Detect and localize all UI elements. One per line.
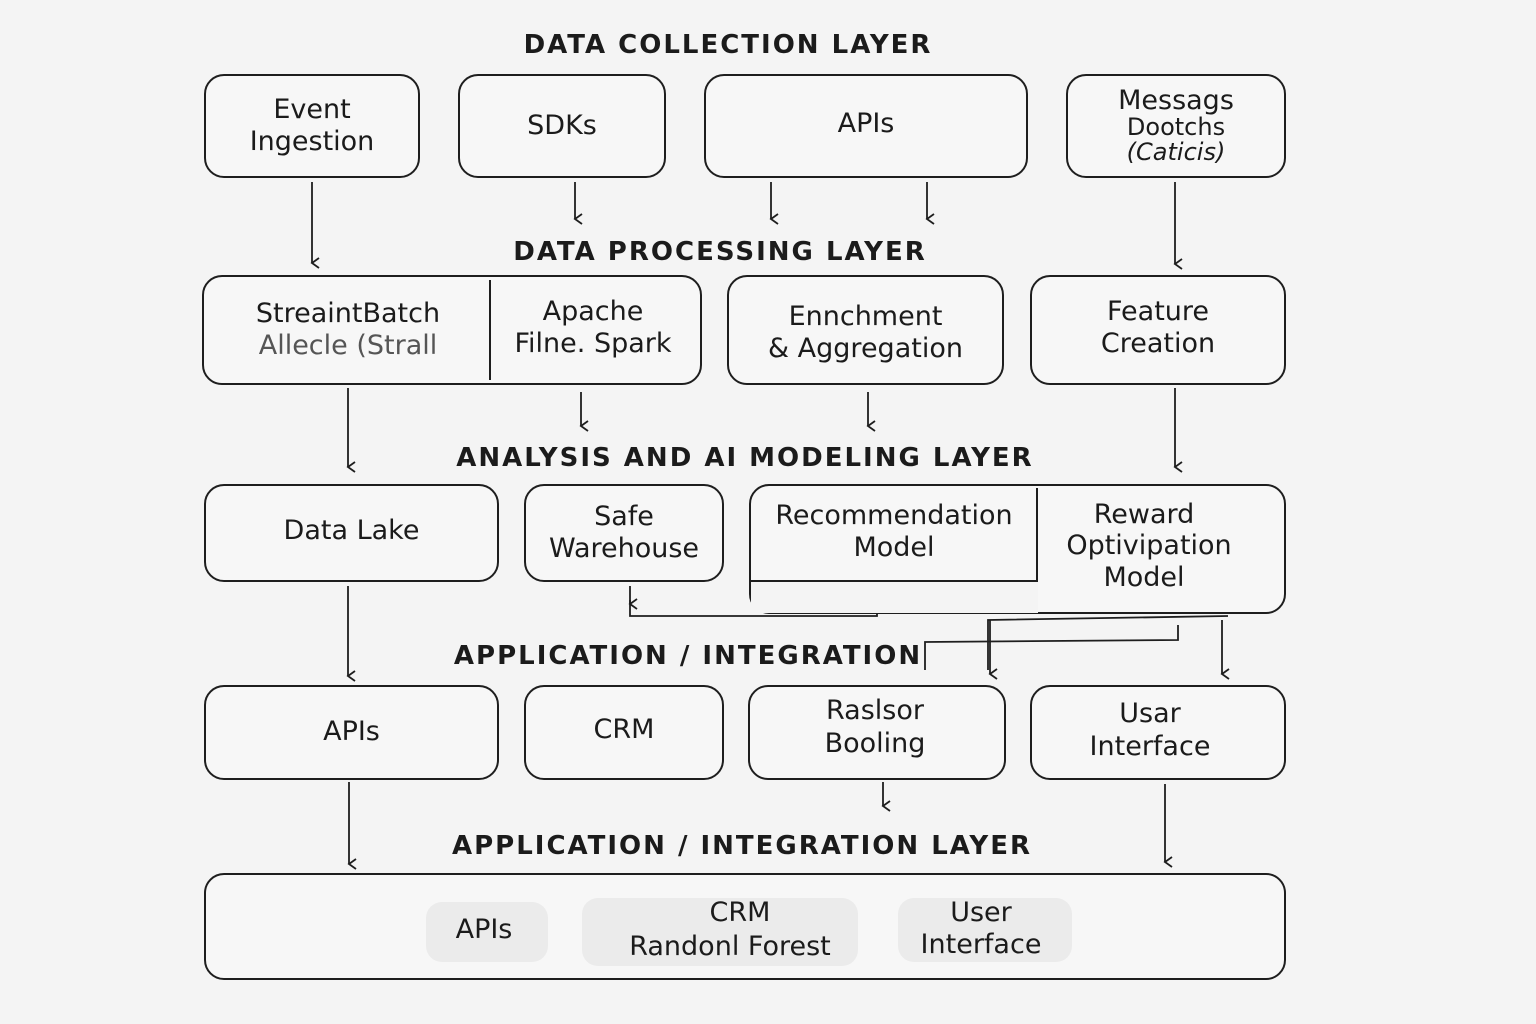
raslsor-box bbox=[748, 685, 1006, 780]
stream-batch-divider bbox=[489, 280, 491, 380]
message-queue-line-1: Messags bbox=[1118, 84, 1234, 116]
stream-batch-line-2: Allecle (Strall bbox=[258, 330, 438, 361]
apis-collection-box bbox=[704, 74, 1028, 178]
raslsor-line-1: Raslsor bbox=[826, 695, 924, 727]
layer-title-processing: DATA PROCESSING LAYER bbox=[513, 237, 927, 267]
data-lake-box bbox=[204, 484, 499, 582]
feature-creation-line-1: Feature bbox=[1106, 295, 1210, 327]
raslsor-line-2: Booling bbox=[824, 727, 926, 759]
bottom-user-interface-line-2: Interface bbox=[920, 929, 1042, 960]
feature-creation-box bbox=[1030, 275, 1286, 385]
bottom-user-interface-line-1: User bbox=[950, 896, 1012, 928]
enrichment-line-2: & Aggregation bbox=[768, 333, 963, 364]
message-queue-line-2: Dootchs bbox=[1126, 112, 1226, 141]
event-ingestion-box bbox=[204, 74, 420, 178]
event-ingestion-line-1: Event bbox=[273, 93, 351, 125]
stream-batch-box bbox=[202, 275, 702, 385]
user-interface-app-line-2: Interface bbox=[1089, 730, 1211, 762]
reward-model-line-1: Reward bbox=[1093, 499, 1195, 531]
bottom-crm-line-2: Randonl Forest bbox=[629, 931, 831, 962]
apis-app-box bbox=[204, 685, 499, 780]
layer-title-application-integration: APPLICATION / INTEGRATION bbox=[453, 641, 923, 671]
feature-creation-line-2: Creation bbox=[1100, 328, 1216, 359]
apache-spark-line-1: Apache bbox=[542, 295, 644, 327]
sdks-box bbox=[458, 74, 666, 178]
enrichment-label: Ennchment& Aggregation bbox=[727, 278, 1004, 388]
user-interface-app-box bbox=[1030, 685, 1286, 780]
stream-batch-line-1: StreaintBatch bbox=[255, 297, 441, 329]
warehouse-line-1: Safe bbox=[594, 500, 654, 532]
bottom-crm-line-1: CRM bbox=[709, 897, 771, 929]
enrichment-line-1: Ennchment bbox=[788, 300, 943, 332]
apache-spark-line-2: Filne. Spark bbox=[514, 328, 672, 359]
recommendation-box-edge bbox=[1036, 488, 1038, 582]
layer-title-application-integration-layer: APPLICATION / INTEGRATION LAYER bbox=[451, 831, 1033, 861]
apis-app-label: APIs bbox=[323, 716, 380, 748]
bottom-apis-chip bbox=[426, 902, 548, 962]
bottom-crm-chip bbox=[582, 898, 858, 966]
crm-app-box bbox=[524, 685, 724, 780]
sdks-label: SDKs bbox=[527, 109, 597, 141]
apis-collection-label: APIs bbox=[837, 107, 895, 139]
warehouse-box bbox=[524, 484, 724, 582]
recommendation-box-cover bbox=[751, 582, 1038, 613]
reward-model-line-2: Optivipation bbox=[1066, 530, 1232, 562]
enrichment-box bbox=[727, 275, 1004, 385]
message-queue-box bbox=[1066, 74, 1286, 178]
event-ingestion-line-2: Ingestion bbox=[249, 126, 375, 157]
layer-title-collection: DATA COLLECTION LAYER bbox=[523, 30, 933, 60]
user-interface-app-line-1: Usar bbox=[1119, 698, 1181, 730]
layer-title-analysis: ANALYSIS AND AI MODELING LAYER bbox=[456, 443, 1034, 473]
recommendation-box-bottom bbox=[751, 580, 1038, 582]
message-queue-line-3: (Caticis) bbox=[1126, 138, 1226, 167]
recommendation-model-line-1: Recommendation bbox=[775, 499, 1013, 531]
recommendation-model-line-2: Model bbox=[853, 532, 935, 563]
bottom-user-interface-chip bbox=[898, 898, 1072, 962]
data-lake-label: Data Lake bbox=[283, 514, 420, 546]
warehouse-line-2: Warehouse bbox=[548, 533, 700, 564]
bottom-apis-label: APIs bbox=[455, 913, 513, 945]
reward-model-line-3: Model bbox=[1103, 561, 1185, 593]
crm-app-label: CRM bbox=[593, 714, 655, 746]
